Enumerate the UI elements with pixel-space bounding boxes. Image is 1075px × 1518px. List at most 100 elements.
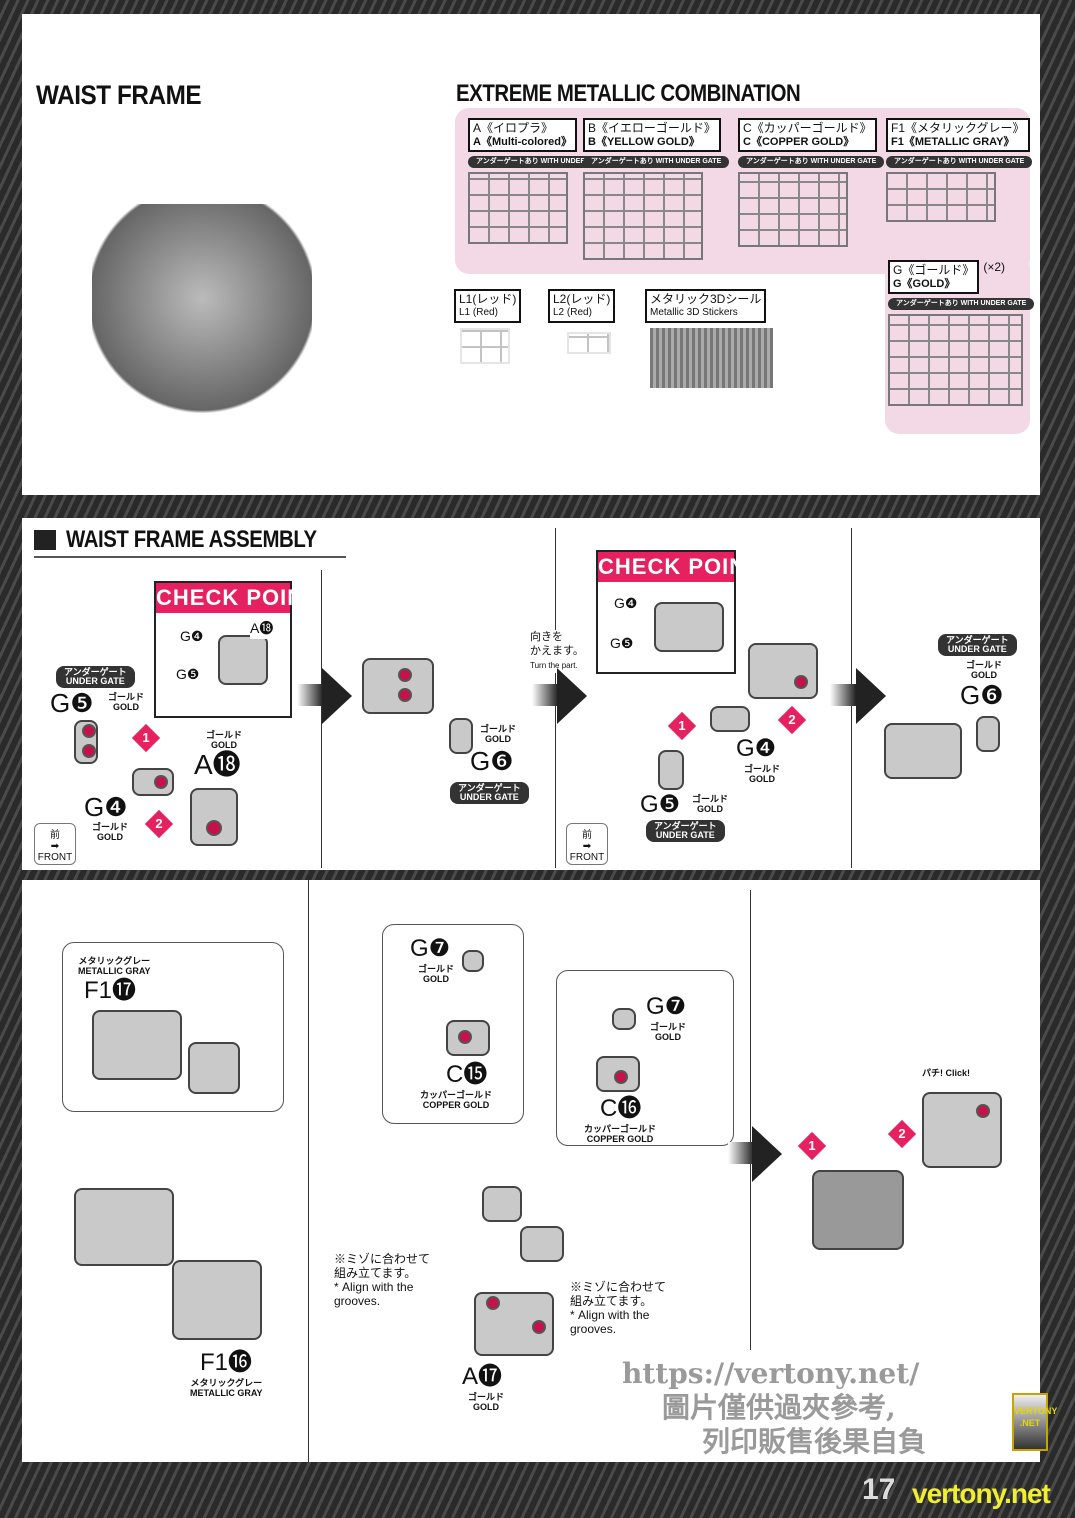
under-gate-badge: アンダーゲートあり WITH UNDER GATE [468, 156, 615, 168]
under-gate-badge: アンダーゲートあり WITH UNDER GATE [738, 156, 885, 168]
next-arrow-bar [532, 684, 558, 706]
step-2-marker: 2 [144, 809, 174, 839]
under-gate-badge: アンダーゲートあり WITH UNDER GATE [886, 156, 1033, 168]
section-bullet [34, 530, 56, 550]
assembly-panel: WAIST FRAME ASSEMBLY CHECK POINT G❹ A⓲ G… [22, 518, 1040, 870]
part-g6 [449, 718, 473, 754]
next-arrow-icon [752, 1126, 782, 1182]
part-label-a18: A⓲ [194, 749, 241, 780]
part-label: G❺ [610, 635, 634, 651]
runner-c: C《カッパーゴールド》C《COPPER GOLD》 アンダーゲートあり WITH… [738, 118, 885, 247]
part-label-g6: G❻ [960, 680, 1004, 710]
runner-l2-image [567, 332, 611, 354]
click-label: パチ! Click! [922, 1068, 971, 1078]
part-g5 [74, 720, 98, 764]
runner-g: G《ゴールド》G《GOLD》 (×2) アンダーゲートあり WITH UNDER… [888, 260, 1035, 406]
next-arrow-icon [557, 668, 587, 724]
part-assembled [748, 643, 818, 699]
part-label: A⓲ [250, 617, 274, 639]
part-label-g5: G❺ [640, 791, 681, 818]
runner-label-f1: F1《メタリックグレー》F1《METALLIC GRAY》 [886, 118, 1030, 152]
waist-frame-panel: WAIST FRAME EXTREME METALLIC COMBINATION… [22, 14, 1040, 495]
title-underline [34, 556, 346, 558]
part-diagram [654, 602, 724, 652]
part-g7 [462, 950, 484, 972]
part-label-a17: A⓱ [462, 1363, 503, 1390]
part-label: G❹ [614, 595, 638, 611]
divider [308, 880, 309, 1462]
runner-label-c: C《カッパーゴールド》C《COPPER GOLD》 [738, 118, 877, 152]
runner-f1: F1《メタリックグレー》F1《METALLIC GRAY》 アンダーゲートあり … [886, 118, 1033, 222]
part-g5 [658, 750, 684, 790]
runner-label-g: G《ゴールド》G《GOLD》 [888, 260, 980, 294]
runner-a: A《イロプラ》A《Multi-colored》 アンダーゲートあり WITH U… [468, 118, 615, 244]
divider [321, 570, 322, 868]
part-assembled [362, 658, 434, 714]
front-indicator: 前➡FRONT [34, 823, 76, 865]
vertony-badge: VERTONY .NET [1012, 1393, 1057, 1451]
part-assembled [884, 723, 962, 779]
part-g7 [612, 1008, 636, 1030]
part-g4 [710, 706, 750, 732]
part-side [922, 1092, 1002, 1168]
part-c16 [596, 1056, 640, 1092]
part-diagram [218, 635, 268, 685]
watermark: 圖片僅供過夾參考, [662, 1391, 896, 1424]
align-note: ※ミゾに合わせて 組み立てます。* Align with the grooves… [334, 1252, 431, 1308]
runner-g-quantity: (×2) [983, 260, 1006, 274]
check-point-title: CHECK POINT [598, 552, 760, 582]
part-label: G❹ [180, 628, 204, 644]
part-label-g5: G❺ [50, 688, 94, 718]
part-label-c15: C⓯ [446, 1061, 488, 1088]
watermark: 列印販售後果自負 [702, 1425, 927, 1458]
part-label-g7: G❼ [410, 935, 451, 962]
detail-bubble [382, 924, 524, 1124]
part-a18 [190, 788, 238, 846]
check-point-title: CHECK POINT [156, 583, 318, 613]
site-watermark: vertony.net [912, 1478, 1051, 1509]
part-assembled [812, 1170, 904, 1250]
divider [750, 890, 751, 1350]
part-label-f1-16: F1⓰ [200, 1349, 253, 1376]
part-label-g4: G❹ [736, 735, 777, 762]
part-c15-g7 [482, 1186, 522, 1222]
runner-label-l2: L2(レッド)L2 (Red) [548, 289, 616, 323]
part-assembled [74, 1188, 174, 1266]
waist-frame-image [92, 204, 312, 414]
next-arrow-bar [830, 684, 856, 706]
part-a17 [474, 1292, 554, 1356]
detail-bubble [556, 970, 734, 1146]
next-arrow-bar [728, 1142, 754, 1164]
step-1-marker: 1 [667, 711, 697, 741]
next-arrow-icon [856, 668, 886, 724]
part-inner [188, 1042, 240, 1094]
runner-b: B《イエローゴールド》B《YELLOW GOLD》 アンダーゲートあり WITH… [583, 118, 730, 260]
part-label-g4: G❹ [84, 792, 128, 822]
runner-g-header: G《ゴールド》G《GOLD》 (×2) [888, 260, 1005, 294]
part-g6 [976, 716, 1000, 752]
runner-g-image [888, 314, 1023, 406]
front-indicator: 前➡FRONT [566, 823, 608, 865]
part-label-g6: G❻ [470, 746, 514, 776]
part-label-c16: C⓰ [600, 1095, 642, 1122]
watermark: https://vertony.net/ [622, 1357, 920, 1390]
runner-f1-image [886, 172, 996, 222]
step-1-marker: 1 [797, 1131, 827, 1161]
align-note: ※ミゾに合わせて 組み立てます。* Align with the grooves… [570, 1280, 667, 1336]
runner-l1-image [460, 328, 510, 364]
